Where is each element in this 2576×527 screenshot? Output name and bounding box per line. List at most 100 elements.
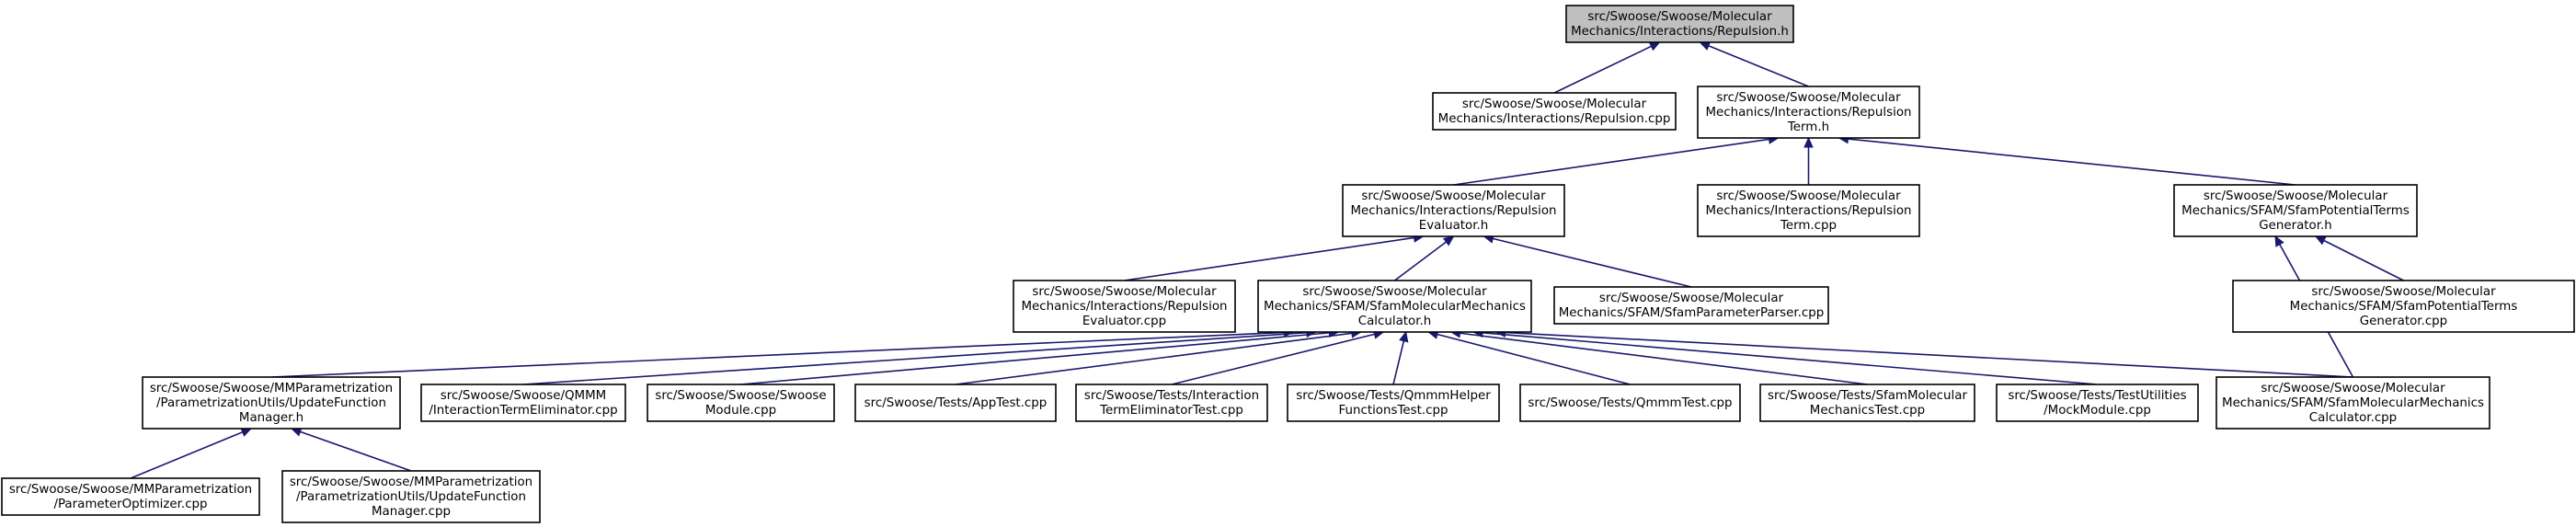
- node-label-line: src/Swoose/Swoose/MMParametrization: [290, 475, 532, 489]
- edge-arrowhead: [1399, 330, 1409, 343]
- edge-mock-module-cpp-to-sfam-mm-calculator-h: [1482, 332, 2098, 385]
- node-interaction-term-eliminator-cpp[interactable]: src/Swoose/Swoose/QMMM/InteractionTermEl…: [420, 384, 626, 422]
- edge-arrowhead: [2314, 235, 2327, 246]
- node-box: [2173, 184, 2418, 237]
- node-sfam-mm-calculator-h[interactable]: src/Swoose/Swoose/MolecularMechanics/SFA…: [1257, 280, 1532, 333]
- edge-sfam-molecular-mechanics-test-cpp-to-sfam-mm-calculator-h: [1460, 332, 1868, 385]
- node-label-line: src/Swoose/Swoose/Molecular: [1716, 91, 1901, 105]
- node-box: [281, 470, 541, 523]
- node-box: [1342, 184, 1565, 237]
- node-label-line: MechanicsTest.cpp: [1810, 404, 1925, 418]
- node-label-line: src/Swoose/Tests/TestUtilities: [2008, 389, 2186, 403]
- node-repulsion-cpp[interactable]: src/Swoose/Swoose/MolecularMechanics/Int…: [1432, 92, 1677, 131]
- node-box: [1759, 384, 1975, 422]
- node-label-line: Mechanics/SFAM/SfamMolecularMechanics: [2222, 396, 2484, 410]
- node-repulsion-term-cpp[interactable]: src/Swoose/Swoose/MolecularMechanics/Int…: [1697, 184, 1920, 237]
- node-label-line: Mechanics/SFAM/SfamPotentialTerms: [2181, 204, 2410, 218]
- edge-arrowhead: [240, 428, 253, 437]
- edge-arrowhead: [2274, 235, 2284, 247]
- node-box: [142, 376, 401, 430]
- node-label-line: src/Swoose/Swoose/Molecular: [2204, 189, 2388, 203]
- node-label-line: src/Swoose/Swoose/Swoose: [655, 389, 826, 403]
- node-box: [1, 477, 260, 516]
- node-box: [1519, 384, 1741, 422]
- edge-arrowhead: [1648, 41, 1661, 52]
- edge-sfam-mm-calculator-h-to-repulsion-evaluator-h: [1394, 241, 1447, 281]
- node-qmmm-helper-functions-test-cpp[interactable]: src/Swoose/Tests/QmmmHelperFunctionsTest…: [1287, 384, 1500, 422]
- node-label-line: Generator.cpp: [2360, 315, 2447, 328]
- node-label-line: src/Swoose/Swoose/Molecular: [1599, 292, 1784, 305]
- node-label-line: src/Swoose/Swoose/Molecular: [1716, 189, 1901, 203]
- node-label-line: src/Swoose/Swoose/MMParametrization: [150, 382, 393, 395]
- edge-repulsion-cpp-to-repulsion-h: [1553, 45, 1652, 94]
- node-app-test-cpp[interactable]: src/Swoose/Tests/AppTest.cpp: [854, 384, 1057, 422]
- node-sfam-potential-terms-generator-cpp[interactable]: src/Swoose/Swoose/MolecularMechanics/SFA…: [2232, 280, 2575, 333]
- node-label-line: Mechanics/SFAM/SfamPotentialTerms: [2290, 300, 2518, 314]
- node-box: [1697, 184, 1920, 237]
- edge-repulsion-evaluator-cpp-to-repulsion-evaluator-h: [1124, 236, 1414, 281]
- node-qmmm-test-cpp[interactable]: src/Swoose/Tests/QmmmTest.cpp: [1519, 384, 1741, 422]
- node-label-line: Evaluator.cpp: [1082, 315, 1166, 328]
- node-label-line: src/Swoose/Swoose/Molecular: [1462, 97, 1647, 111]
- edge-arrowhead: [1803, 136, 1814, 148]
- node-label-line: src/Swoose/Swoose/Molecular: [2261, 382, 2445, 395]
- node-label-line: Mechanics/Interactions/Repulsion: [1705, 106, 1911, 120]
- node-label-line: Mechanics/Interactions/Repulsion.h: [1571, 25, 1789, 39]
- node-label-line: /InteractionTermEliminator.cpp: [429, 404, 617, 418]
- node-box: [1257, 280, 1532, 333]
- node-label-line: Mechanics/Interactions/Repulsion: [1350, 204, 1556, 218]
- edge-sfam-mm-calculator-cpp-to-sfam-mm-calculator-h: [1505, 331, 2353, 378]
- edge-qmmm-helper-functions-test-cpp-to-sfam-mm-calculator-h: [1392, 340, 1405, 385]
- node-repulsion-evaluator-cpp[interactable]: src/Swoose/Swoose/MolecularMechanics/Int…: [1013, 280, 1236, 333]
- node-repulsion-evaluator-h[interactable]: src/Swoose/Swoose/MolecularMechanics/Int…: [1342, 184, 1565, 237]
- node-label-line: src/Swoose/Swoose/Molecular: [2311, 285, 2496, 299]
- node-label-line: src/Swoose/Tests/AppTest.cpp: [864, 396, 1048, 410]
- edge-app-test-cpp-to-sfam-mm-calculator-h: [955, 332, 1353, 385]
- node-label-line: Calculator.cpp: [2309, 411, 2397, 425]
- node-repulsion-h[interactable]: src/Swoose/Swoose/MolecularMechanics/Int…: [1565, 5, 1794, 43]
- node-box: [1432, 92, 1677, 131]
- node-box: [1287, 384, 1500, 422]
- node-box: [2215, 376, 2490, 430]
- node-label-line: Manager.cpp: [372, 505, 451, 519]
- node-label-line: Module.cpp: [705, 404, 776, 418]
- node-box: [1075, 384, 1268, 422]
- node-sfam-parameter-parser-cpp[interactable]: src/Swoose/Swoose/MolecularMechanics/SFA…: [1553, 286, 1829, 325]
- node-box: [1996, 384, 2199, 422]
- edge-qmmm-test-cpp-to-sfam-mm-calculator-h: [1437, 333, 1631, 385]
- edge-arrowhead: [1699, 41, 1712, 51]
- node-sfam-molecular-mechanics-test-cpp[interactable]: src/Swoose/Tests/SfamMolecularMechanicsT…: [1759, 384, 1975, 422]
- node-repulsion-term-h[interactable]: src/Swoose/Swoose/MolecularMechanics/Int…: [1697, 86, 1920, 139]
- node-label-line: Calculator.h: [1358, 315, 1432, 328]
- edge-sfam-parameter-parser-cpp-to-repulsion-evaluator-h: [1493, 237, 1692, 288]
- node-label-line: Manager.h: [239, 411, 303, 425]
- node-update-function-manager-cpp[interactable]: src/Swoose/Swoose/MMParametrization/Para…: [281, 470, 541, 523]
- node-box: [1697, 86, 1920, 139]
- node-mock-module-cpp[interactable]: src/Swoose/Tests/TestUtilities/MockModul…: [1996, 384, 2199, 422]
- edge-interaction-term-eliminator-test-cpp-to-sfam-mm-calculator-h: [1171, 333, 1375, 385]
- node-label-line: /ParametrizationUtils/UpdateFunction: [296, 490, 526, 504]
- node-label-line: FunctionsTest.cpp: [1339, 404, 1448, 418]
- node-label-line: /ParameterOptimizer.cpp: [53, 498, 207, 511]
- node-label-line: src/Swoose/Tests/QmmmHelper: [1296, 389, 1491, 403]
- node-label-line: src/Swoose/Tests/QmmmTest.cpp: [1528, 396, 1732, 410]
- node-sfam-potential-terms-generator-h[interactable]: src/Swoose/Swoose/MolecularMechanics/SFA…: [2173, 184, 2418, 237]
- node-update-function-manager-h[interactable]: src/Swoose/Swoose/MMParametrization/Para…: [142, 376, 401, 430]
- edge-arrowhead: [1442, 235, 1455, 246]
- edge-swoose-module-cpp-to-sfam-mm-calculator-h: [740, 332, 1330, 385]
- node-box: [1565, 5, 1794, 43]
- node-sfam-mm-calculator-cpp[interactable]: src/Swoose/Swoose/MolecularMechanics/SFA…: [2215, 376, 2490, 430]
- node-parameter-optimizer-cpp[interactable]: src/Swoose/Swoose/MMParametrization/Para…: [1, 477, 260, 516]
- node-label-line: Term.cpp: [1780, 219, 1837, 233]
- edge-repulsion-evaluator-h-to-repulsion-term-h: [1453, 138, 1769, 186]
- node-label-line: /ParametrizationUtils/UpdateFunction: [156, 396, 386, 410]
- node-box: [2232, 280, 2575, 333]
- node-label-line: src/Swoose/Tests/Interaction: [1084, 389, 1259, 403]
- node-interaction-term-eliminator-test-cpp[interactable]: src/Swoose/Tests/InteractionTermEliminat…: [1075, 384, 1268, 422]
- edge-update-function-manager-cpp-to-update-function-manager-h: [300, 430, 412, 472]
- node-box: [1553, 286, 1829, 325]
- node-label-line: Term.h: [1787, 120, 1829, 134]
- node-box: [647, 384, 835, 422]
